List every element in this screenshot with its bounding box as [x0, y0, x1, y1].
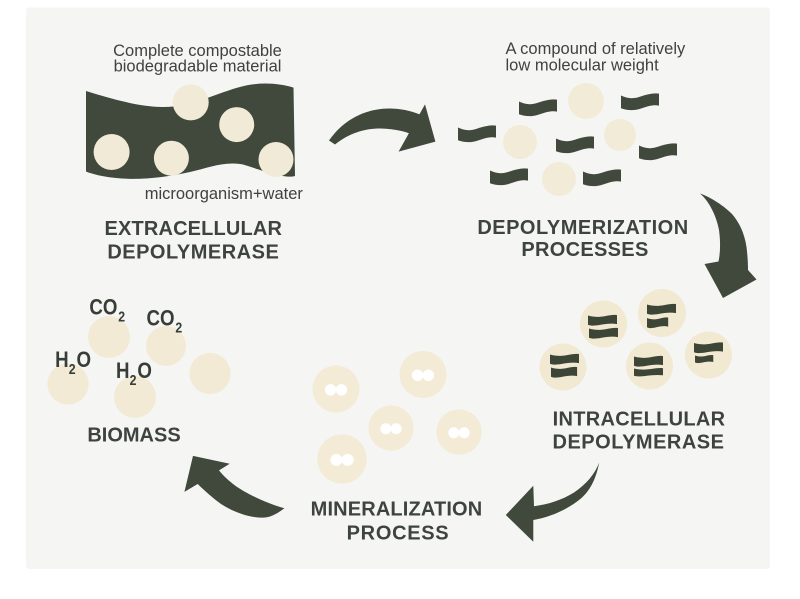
svg-text:DEPOLYMERASE: DEPOLYMERASE [107, 242, 279, 264]
svg-text:PROCESS: PROCESS [347, 522, 450, 544]
svg-text:MINERALIZATION: MINERALIZATION [311, 498, 483, 520]
svg-text:H: H [55, 348, 69, 372]
svg-text:O: O [137, 359, 152, 383]
svg-text:A compound of relatively: A compound of relatively [506, 40, 687, 58]
svg-text:CO: CO [89, 296, 117, 320]
svg-text:CO: CO [147, 307, 175, 331]
svg-text:2: 2 [69, 361, 76, 377]
svg-text:2: 2 [130, 372, 137, 388]
svg-text:INTRACELLULAR: INTRACELLULAR [553, 409, 726, 431]
svg-text:PROCESSES: PROCESSES [521, 239, 648, 261]
svg-text:Complete compostable: Complete compostable [113, 42, 282, 60]
svg-text:DEPOLYMERIZATION: DEPOLYMERIZATION [477, 217, 688, 239]
svg-text:DEPOLYMERASE: DEPOLYMERASE [553, 432, 725, 454]
svg-text:BIOMASS: BIOMASS [87, 424, 180, 446]
svg-text:2: 2 [175, 320, 182, 336]
svg-text:H: H [116, 359, 130, 383]
svg-text:low molecular weight: low molecular weight [506, 57, 660, 75]
svg-text:O: O [77, 348, 92, 372]
svg-text:2: 2 [118, 308, 125, 324]
svg-text:microorganism+water: microorganism+water [145, 185, 304, 203]
svg-text:biodegradable material: biodegradable material [114, 58, 282, 76]
svg-text:EXTRACELLULAR: EXTRACELLULAR [105, 218, 283, 240]
